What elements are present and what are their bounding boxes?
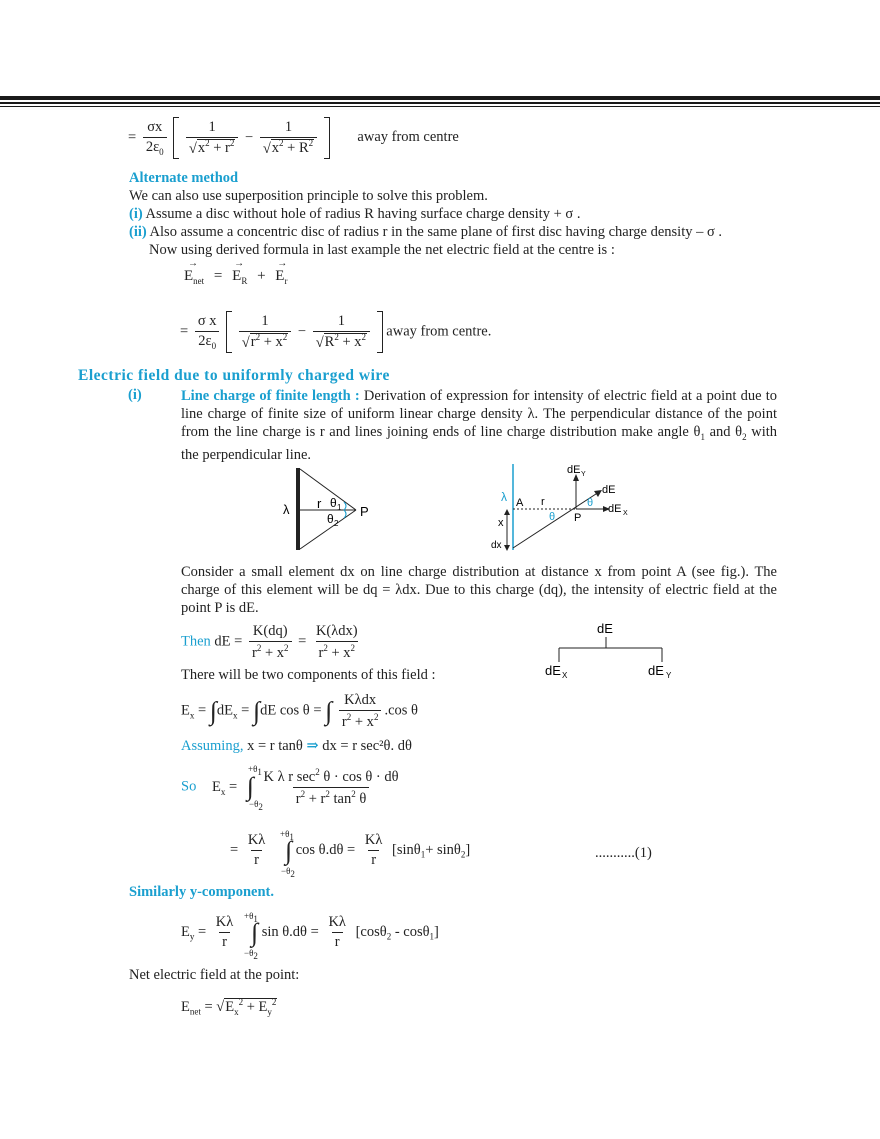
svg-text:Y: Y (666, 671, 672, 680)
svg-text:r: r (541, 496, 545, 508)
svg-text:λ: λ (283, 502, 290, 517)
similarly-heading: Similarly y-component. (129, 884, 274, 900)
equation-number: ...........(1) (595, 845, 652, 861)
limit-lower: −θ2 (281, 866, 295, 879)
alternate-item-ii: (ii) Also assume a concentric disc of ra… (129, 224, 723, 240)
alternate-item-ii-cont: Now using derived formula in last exampl… (149, 242, 615, 258)
svg-text:θ: θ (549, 511, 555, 523)
limit-lower: −θ2 (244, 948, 258, 961)
svg-text:A: A (516, 497, 524, 509)
header-rule-thin (0, 106, 880, 107)
svg-text:dE: dE (567, 464, 580, 476)
net-field-equation: Enet = √Ex2 + Ey2 (181, 997, 278, 1017)
svg-text:dx: dx (491, 540, 502, 551)
alternate-item-i: (i) Assume a disc without hole of radius… (129, 206, 581, 222)
svg-text:dE: dE (602, 484, 615, 496)
svg-text:r: r (317, 496, 322, 511)
section-title: Electric field due to uniformly charged … (78, 367, 390, 384)
vector-sum-equation: Enet→ = ER→ + Er→ (184, 258, 288, 286)
svg-text:X: X (562, 671, 568, 680)
limit-lower: −θ2 (249, 799, 263, 812)
line-charge-figure: λ r θ 1 θ 2 P (283, 468, 369, 550)
svg-text:P: P (360, 504, 369, 519)
two-components-text: There will be two components of this fie… (181, 667, 436, 683)
svg-text:dE: dE (545, 663, 561, 678)
svg-text:Y: Y (581, 471, 586, 478)
svg-text:dE: dE (608, 503, 621, 515)
limit-upper: +θ1 (244, 911, 258, 924)
section-item-i-label: (i) (128, 387, 142, 403)
limit-upper: +θ1 (248, 764, 262, 777)
header-rule-mid (0, 102, 880, 104)
svg-text:X: X (623, 510, 628, 517)
svg-text:θ: θ (330, 496, 337, 510)
svg-text:x: x (498, 517, 504, 529)
svg-text:θ: θ (587, 497, 593, 509)
net-field-text: Net electric field at the point: (129, 967, 300, 983)
section-item-i-text: Line charge of finite length : Derivatio… (181, 388, 778, 463)
assuming-line: Assuming, x = r tanθ ⇒ dx = r sec²θ. dθ (181, 738, 412, 754)
limit-upper: +θ1 (280, 829, 294, 842)
de-equation: Then dE = K(dq)r2 + x2 = K(λdx)r2 + x2 (181, 623, 359, 661)
alternate-heading: Alternate method (129, 170, 239, 186)
svg-text:θ: θ (327, 512, 334, 526)
svg-text:λ: λ (501, 490, 507, 504)
header-rule-thick (0, 96, 880, 100)
consider-paragraph: Consider a small element dx on line char… (181, 564, 777, 616)
svg-text:1: 1 (337, 503, 342, 512)
svg-text:2: 2 (334, 519, 339, 528)
svg-text:dE: dE (648, 663, 664, 678)
alternate-intro: We can also use superposition principle … (129, 188, 488, 204)
svg-text:dE: dE (597, 621, 613, 636)
svg-text:P: P (574, 512, 581, 524)
